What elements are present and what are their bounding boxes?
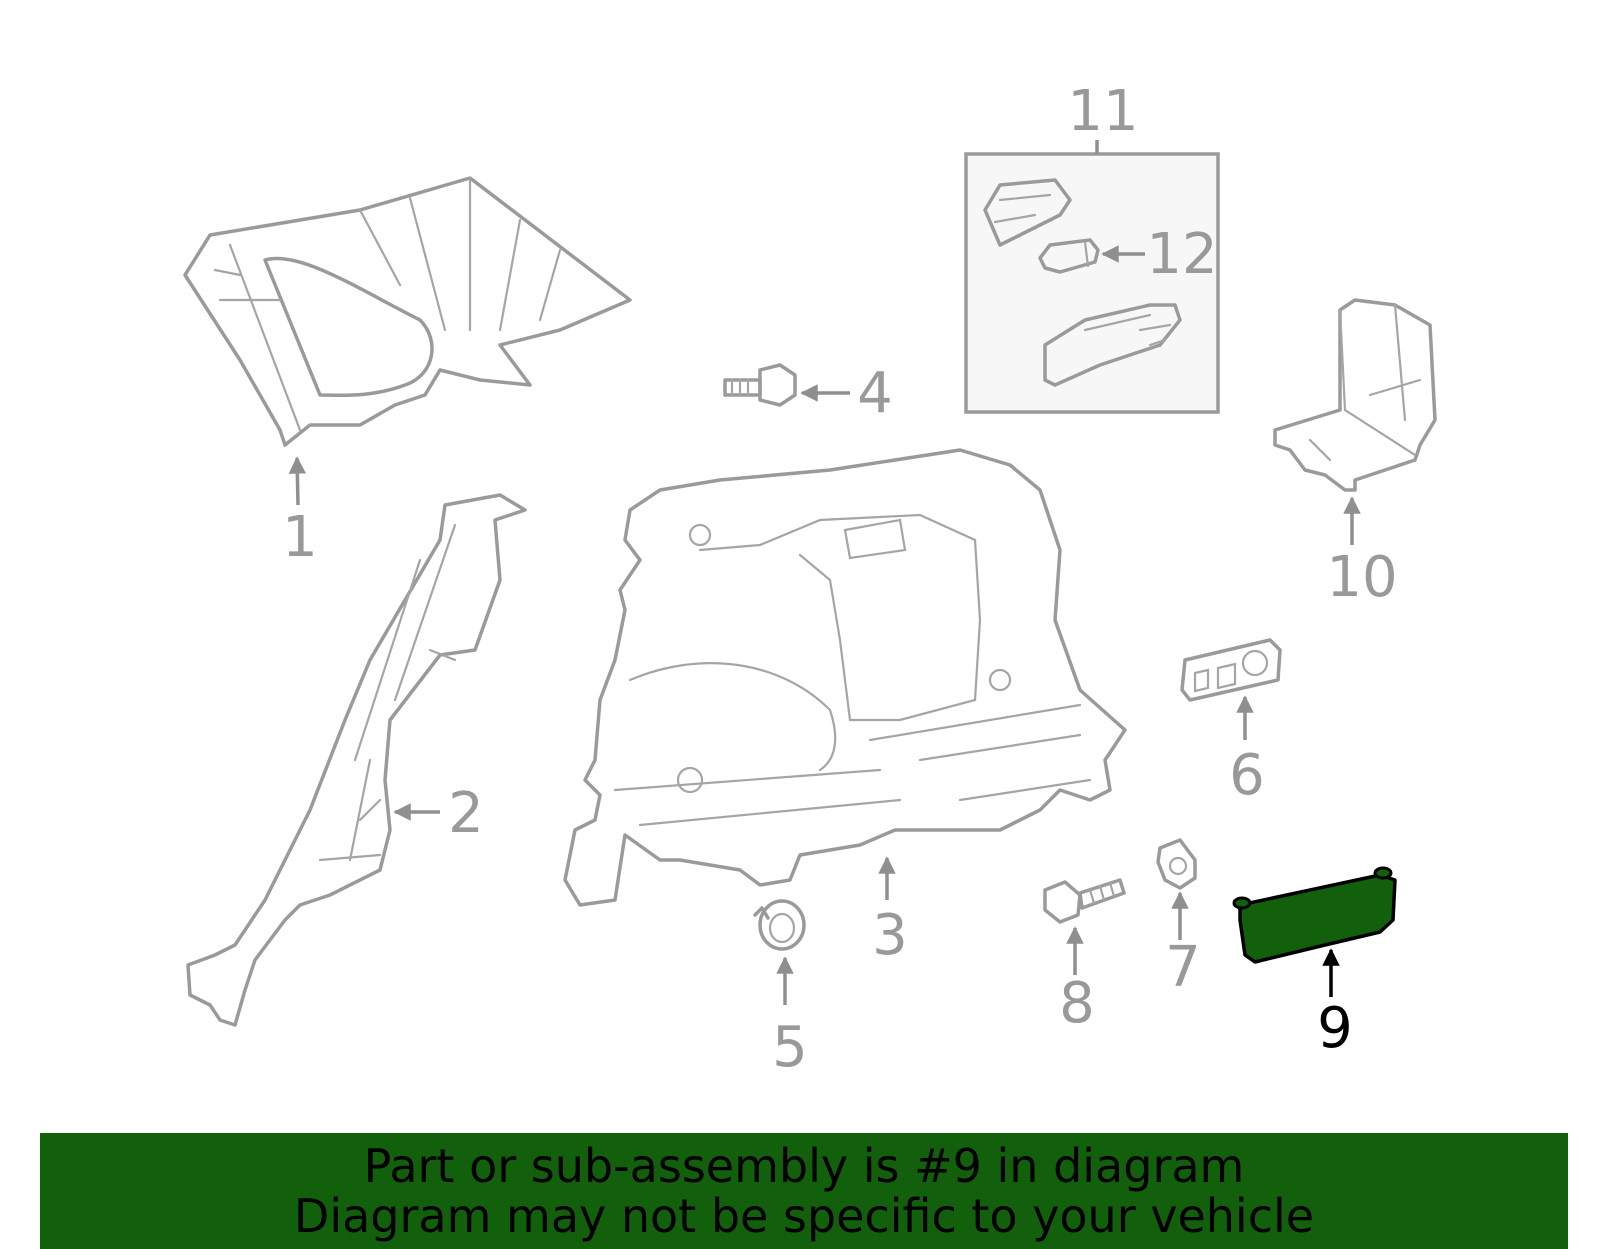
- callout-labels: 1 2 3 4 5 6 7 8 9 10 11 12: [282, 79, 1397, 1080]
- part-1-upper-trim-panel: [183, 176, 632, 447]
- callout-4: 4: [857, 361, 893, 426]
- part-6-bezel: [1180, 638, 1282, 702]
- leader-arrows: [288, 245, 1361, 1005]
- banner-line-1: Part or sub-assembly is #9 in diagram: [363, 1139, 1245, 1193]
- callout-9-highlighted: 9: [1317, 996, 1353, 1061]
- banner-line-2: Diagram may not be specific to your vehi…: [293, 1189, 1315, 1243]
- callout-7: 7: [1165, 935, 1201, 1000]
- part-11-lamp-kit-box: [964, 140, 1220, 414]
- callout-8: 8: [1059, 971, 1095, 1036]
- part-3-quarter-trim-panel: [563, 448, 1127, 907]
- callout-6: 6: [1229, 743, 1265, 808]
- info-banner: Part or sub-assembly is #9 in diagram Di…: [40, 1133, 1568, 1249]
- callout-3: 3: [872, 903, 908, 968]
- part-2-pillar-trim: [186, 493, 527, 1027]
- part-8-bolt: [1043, 878, 1126, 924]
- part-7-retainer: [1156, 838, 1197, 890]
- callout-10: 10: [1326, 545, 1397, 610]
- part-9-cover-highlighted: [1232, 866, 1397, 964]
- part-4-bolt: [723, 363, 797, 407]
- callout-5: 5: [772, 1015, 808, 1080]
- callout-1: 1: [282, 505, 318, 570]
- callout-12: 12: [1146, 222, 1217, 287]
- callout-2: 2: [448, 781, 484, 846]
- part-10-pocket-trim: [1273, 298, 1437, 492]
- callout-11: 11: [1067, 79, 1138, 144]
- part-5-clip: [753, 899, 806, 951]
